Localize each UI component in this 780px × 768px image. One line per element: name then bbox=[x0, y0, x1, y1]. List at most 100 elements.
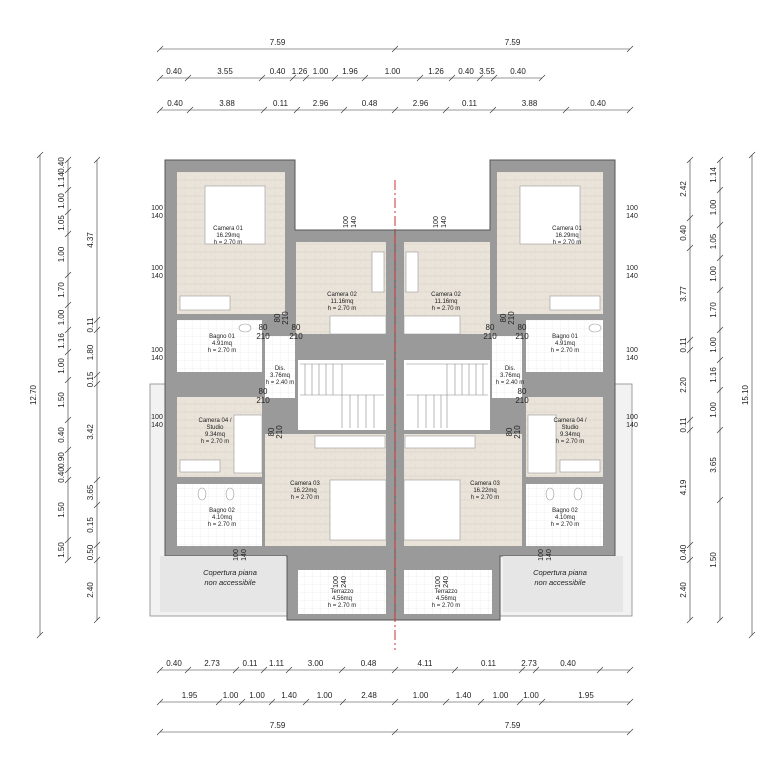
floor-bagno02-right bbox=[526, 484, 603, 546]
room-camera01-right-label: h = 2.70 m bbox=[553, 240, 582, 246]
window-tag: 140 bbox=[626, 273, 638, 280]
left-dim-mid-value: 0.15 bbox=[86, 371, 95, 387]
room-camera03-left-label: 16.22mq bbox=[293, 488, 316, 494]
door-tag: 210 bbox=[507, 311, 516, 325]
room-terrazzo-left-label: Terrazzo bbox=[330, 589, 354, 595]
building-footprint bbox=[149, 159, 633, 650]
desk-camera04-right bbox=[559, 459, 601, 473]
left-dim-inner-value: 1.50 bbox=[57, 502, 66, 518]
toilet-bagno02-left bbox=[197, 487, 207, 501]
top-dim-row2-value: 3.55 bbox=[479, 67, 495, 76]
window-tag: 100 bbox=[435, 576, 442, 588]
top-dim-row2-value: 1.00 bbox=[313, 67, 329, 76]
door-tag: 210 bbox=[515, 332, 529, 341]
roof-area-right bbox=[503, 556, 623, 612]
window-tag: 140 bbox=[441, 216, 448, 228]
top-dim-row2-value: 1.00 bbox=[385, 67, 401, 76]
bottom-dim-row2-value: 1.00 bbox=[223, 691, 239, 700]
door-tag: 80 bbox=[499, 313, 508, 322]
door-tag: 80 bbox=[259, 387, 268, 396]
room-dis-right-label: Dis. bbox=[505, 366, 516, 372]
bottom-dim-row1-value: 0.40 bbox=[166, 659, 182, 668]
left-dim-inner-value: 1.70 bbox=[57, 282, 66, 298]
window-tag: 140 bbox=[626, 422, 638, 429]
right-dim-mid-value: 2.40 bbox=[679, 582, 688, 598]
right-dim-mid-value: 0.40 bbox=[679, 544, 688, 560]
window-tag: 100 bbox=[151, 414, 163, 421]
sink-bagno01-left bbox=[238, 323, 252, 333]
door-tag: 80 bbox=[518, 387, 527, 396]
left-dim-inner-value: 1.00 bbox=[57, 309, 66, 325]
floor-terrazzo-right bbox=[404, 570, 492, 614]
left-dim-inner-value: 1.50 bbox=[57, 542, 66, 558]
door-tag: 80 bbox=[518, 323, 527, 332]
room-bagno01-right-label: 4.91mq bbox=[555, 341, 575, 347]
room-camera02-left-label: 11.16mq bbox=[331, 299, 354, 305]
wardrobe-camera01-left bbox=[179, 295, 231, 311]
bed-camera03-left bbox=[329, 479, 387, 541]
left-dim-inner-value: 0.40 bbox=[57, 157, 66, 173]
left-dim-inner-value: 1.00 bbox=[57, 358, 66, 374]
bidet-bagno02-left bbox=[225, 487, 235, 501]
bottom-dim-row2-value: 1.00 bbox=[249, 691, 265, 700]
room-terrazzo-right-label: Terrazzo bbox=[434, 589, 458, 595]
left-dim-total bbox=[36, 151, 44, 639]
top-dim-row2-value: 1.26 bbox=[428, 67, 444, 76]
room-camera03-right-label: h = 2.70 m bbox=[471, 495, 500, 501]
room-camera03-right-label: 16.22mq bbox=[473, 488, 496, 494]
door-tag: 80 bbox=[486, 323, 495, 332]
door-tag: 210 bbox=[256, 332, 270, 341]
bed-camera01-right bbox=[519, 185, 581, 245]
left-dim-mid bbox=[93, 156, 101, 624]
stairs-right bbox=[406, 363, 488, 428]
window-tag: 100 bbox=[538, 549, 545, 561]
top-dim-row3-value: 3.88 bbox=[219, 99, 235, 108]
window-tag: 100 bbox=[233, 549, 240, 561]
top-dim-row3-value: 2.96 bbox=[413, 99, 429, 108]
window-tag: 240 bbox=[341, 576, 348, 588]
door-tag: 80 bbox=[259, 323, 268, 332]
room-bagno02-right-label: 4.10mq bbox=[555, 515, 575, 521]
right-dim-inner-value: 1.14 bbox=[709, 167, 718, 183]
left-dim-inner-value: 0.40 bbox=[57, 467, 66, 483]
top-dim-row2-value: 1.96 bbox=[342, 67, 358, 76]
top-dim-row3 bbox=[156, 106, 634, 114]
right-dim-inner-value: 3.65 bbox=[709, 457, 718, 473]
room-terrazzo-left-label: h = 2.70 m bbox=[328, 603, 357, 609]
copertura-left-label: non accessibile bbox=[204, 578, 255, 587]
floor-dis-left bbox=[265, 336, 295, 398]
room-camera02-left-label: h = 2.70 m bbox=[328, 306, 357, 312]
left-dim-inner-value: 1.00 bbox=[57, 193, 66, 209]
right-dim-mid-value: 0.11 bbox=[679, 337, 688, 353]
right-dim-inner-value: 1.00 bbox=[709, 199, 718, 215]
room-camera03-left-label: h = 2.70 m bbox=[291, 495, 320, 501]
room-camera02-right-label: Camera 02 bbox=[431, 292, 461, 298]
door-tag: 210 bbox=[289, 332, 303, 341]
room-bagno02-left-label: h = 2.70 m bbox=[208, 522, 237, 528]
left-dim-mid-value: 4.37 bbox=[86, 232, 95, 248]
right-dim-mid bbox=[686, 156, 694, 624]
wardrobe-camera03-right bbox=[404, 435, 476, 449]
room-camera02-right-label: h = 2.70 m bbox=[432, 306, 461, 312]
window-tag: 100 bbox=[626, 414, 638, 421]
room-bagno02-right-label: h = 2.70 m bbox=[551, 522, 580, 528]
left-dim-mid-value: 3.65 bbox=[86, 484, 95, 500]
room-dis-left-label: 3.76mq bbox=[270, 373, 290, 379]
bottom-dim-row2-value: 1.00 bbox=[493, 691, 509, 700]
room-dis-left-label: Dis. bbox=[275, 366, 286, 372]
bottom-dim-row1-value: 0.40 bbox=[560, 659, 576, 668]
bottom-dim-row1-value: 4.11 bbox=[418, 659, 434, 668]
room-terrazzo-right-label: 4.56mq bbox=[436, 596, 456, 602]
right-dim-inner-value: 1.70 bbox=[709, 302, 718, 318]
toilet-bagno02-right bbox=[573, 487, 583, 501]
top-dim-row3-value: 0.11 bbox=[273, 99, 289, 108]
bottom-dim-row1 bbox=[156, 666, 634, 674]
top-dim-row1-value: 7.59 bbox=[505, 38, 521, 47]
desk-camera02-left bbox=[371, 251, 385, 293]
room-dis-right-label: 3.76mq bbox=[500, 373, 520, 379]
left-dim-inner bbox=[64, 156, 72, 564]
top-dim-row3-value: 0.40 bbox=[167, 99, 183, 108]
dimension-chains bbox=[36, 45, 756, 736]
furniture bbox=[179, 185, 602, 541]
bottom-dim-row3 bbox=[156, 728, 634, 736]
